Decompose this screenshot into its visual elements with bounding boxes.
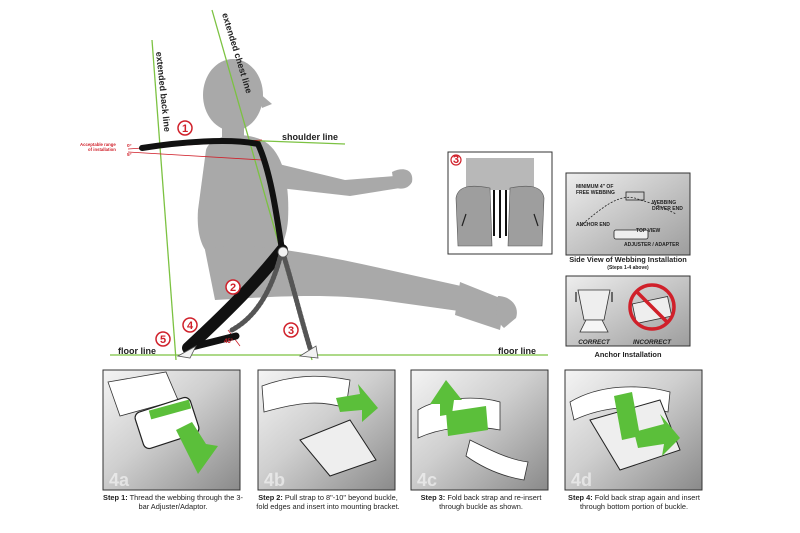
badge-2: 2 bbox=[225, 279, 241, 295]
floor-line-right-label: floor line bbox=[498, 346, 536, 356]
anchor-installation-title: Anchor Installation bbox=[595, 350, 662, 359]
side-anchor-end-label: ANCHOR END bbox=[576, 222, 610, 228]
side-webbing-label-2: DRIVER END bbox=[652, 206, 683, 212]
step-4a-num: 4a bbox=[109, 470, 130, 490]
angle-lower-label: 5° bbox=[127, 152, 132, 158]
step-panel-4d: 4d bbox=[564, 369, 703, 491]
step-panel-4a: 4a bbox=[102, 369, 241, 491]
inset-badge-text: 3 bbox=[453, 154, 459, 166]
anchor-inset: CORRECT INCORRECT bbox=[565, 275, 691, 347]
badge-1: 1 bbox=[177, 120, 193, 136]
badge-4-text: 4 bbox=[187, 320, 194, 332]
step-2-text: Pull strap to 8"-10" beyond buckle, fold… bbox=[256, 493, 400, 511]
step-panel-4b: 4b bbox=[257, 369, 396, 491]
badge-1-text: 1 bbox=[182, 123, 188, 135]
side-top-view-label-1: TOP VIEW bbox=[636, 228, 661, 234]
angle-upper-label: 0° bbox=[127, 143, 132, 149]
step-4b-num: 4b bbox=[264, 470, 285, 490]
acceptable-range-label-1: Acceptable range bbox=[80, 142, 116, 147]
floor-line-left-label: floor line bbox=[118, 346, 156, 356]
step-3-lead: Step 3: bbox=[420, 493, 446, 502]
inset-seat-back: 3 bbox=[447, 151, 553, 255]
side-min-label-2: FREE WEBBING bbox=[576, 190, 615, 196]
shoulder-line-label: shoulder line bbox=[282, 132, 338, 142]
anchor-incorrect-label: INCORRECT bbox=[633, 339, 672, 346]
step-4c-num: 4c bbox=[417, 470, 437, 490]
step-1-caption: Step 1: Thread the webbing through the 3… bbox=[100, 493, 246, 511]
step-2-caption: Step 2: Pull strap to 8"-10" beyond buck… bbox=[255, 493, 401, 511]
step-3-caption: Step 3: Fold back strap and re-insert th… bbox=[408, 493, 554, 511]
badge-2-text: 2 bbox=[230, 282, 236, 294]
badge-5: 5 bbox=[155, 331, 171, 347]
badge-3: 3 bbox=[283, 322, 299, 338]
side-view-subtitle: (Steps 1-4 above) bbox=[607, 265, 649, 271]
side-webbing-label-1: WEBBING bbox=[652, 200, 676, 206]
step-panel-4c: 4c bbox=[410, 369, 549, 491]
anchor-correct-label: CORRECT bbox=[578, 339, 611, 346]
step-1-lead: Step 1: bbox=[103, 493, 128, 502]
badge-3-text: 3 bbox=[288, 325, 294, 337]
step-2-lead: Step 2: bbox=[258, 493, 283, 502]
badge-5-text: 5 bbox=[160, 334, 166, 346]
side-view-inset: MINIMUM 4" OF FREE WEBBING WEBBING DRIVE… bbox=[565, 172, 691, 256]
anchor-brackets bbox=[176, 246, 319, 359]
step-3-text: Fold back strap and re-insert through bu… bbox=[439, 493, 542, 511]
step-4-lead: Step 4: bbox=[568, 493, 593, 502]
side-min-label-1: MINIMUM 4" OF bbox=[576, 184, 613, 190]
side-view-title: Side View of Webbing Installation bbox=[569, 255, 687, 264]
side-top-view-label-2: ADJUSTER / ADAPTER bbox=[624, 242, 679, 248]
step-4d-num: 4d bbox=[571, 470, 592, 490]
step-1-text: Thread the webbing through the 3-bar Adj… bbox=[129, 493, 243, 511]
step-4-caption: Step 4: Fold back strap again and insert… bbox=[560, 493, 708, 511]
step-4-text: Fold back strap again and insert through… bbox=[579, 493, 700, 511]
extended-back-line-label: extended back line bbox=[154, 51, 172, 132]
numbered-badges: 1 2 3 4 5 bbox=[155, 120, 299, 347]
acceptable-range-label-2: of installation bbox=[88, 147, 116, 152]
angle-45-label: 45° bbox=[224, 339, 234, 345]
badge-4: 4 bbox=[182, 317, 198, 333]
